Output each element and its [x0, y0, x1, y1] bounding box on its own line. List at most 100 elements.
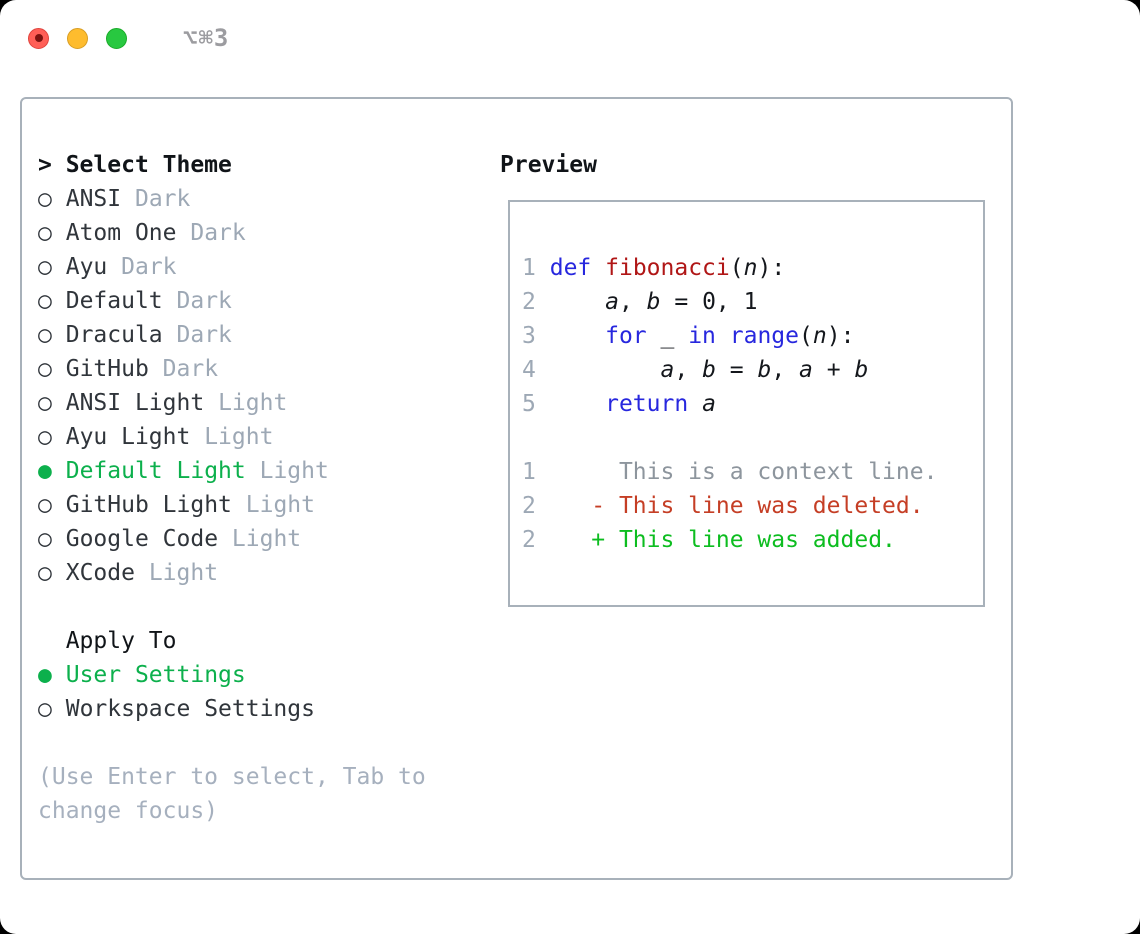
diff-added-line: 2 + This line was added.: [522, 523, 983, 557]
code-line: 5 return a: [522, 387, 983, 421]
code-token: return: [605, 391, 689, 417]
titlebar: ⌥⌘3: [0, 0, 1140, 76]
code-token: a: [799, 357, 813, 383]
select-theme-title: Select Theme: [65, 152, 232, 178]
left-column: >Select Theme ○ ANSI Dark○ Atom One Dark…: [38, 148, 498, 828]
diff-text: - This line was deleted.: [535, 493, 924, 519]
theme-item-ansi[interactable]: ○ ANSI Dark: [38, 182, 498, 216]
theme-name: Ayu: [65, 254, 108, 280]
theme-item-dracula[interactable]: ○ Dracula Dark: [38, 318, 498, 352]
theme-item-github-light[interactable]: ○ GitHub Light Light: [38, 488, 498, 522]
prompt-caret-icon: >: [38, 152, 52, 178]
theme-item-xcode[interactable]: ○ XCode Light: [38, 556, 498, 590]
code-token: _: [646, 323, 689, 349]
apply-option-user-settings[interactable]: ● User Settings: [38, 658, 498, 692]
code-token: ):: [757, 255, 786, 281]
code-token: ,: [674, 357, 703, 383]
unsaved-dot-icon: [34, 34, 43, 42]
minimize-button[interactable]: [67, 27, 88, 49]
line-number: 2: [522, 493, 536, 519]
zoom-button[interactable]: [106, 27, 127, 49]
theme-item-atom-one[interactable]: ○ Atom One Dark: [38, 216, 498, 250]
code-token: b: [646, 289, 661, 315]
close-button[interactable]: [28, 27, 49, 49]
theme-item-default[interactable]: ○ Default Dark: [38, 284, 498, 318]
radio-selected-icon: ●: [38, 458, 52, 484]
right-column: Preview 1 def fibonacci(n):2 a, b = 0, 1…: [500, 148, 985, 607]
code-token: fibonacci: [605, 255, 730, 281]
theme-name: ANSI Light: [65, 390, 205, 416]
radio-unselected-icon: ○: [38, 220, 52, 246]
theme-variant-tag: Light: [245, 492, 315, 518]
code-token: (: [799, 323, 813, 349]
theme-variant-tag: Dark: [121, 254, 177, 280]
theme-item-github[interactable]: ○ GitHub Dark: [38, 352, 498, 386]
code-token: ,: [771, 357, 800, 383]
code-line: 4 a, b = b, a + b: [522, 353, 983, 387]
theme-variant-tag: Dark: [176, 322, 232, 348]
theme-variant-tag: Light: [204, 424, 274, 450]
window-title: ⌥⌘3: [183, 24, 230, 52]
code-token: [688, 391, 702, 417]
code-line: 2 a, b = 0, 1: [522, 285, 983, 319]
code-token: = 0, 1: [660, 289, 758, 315]
hint-line-2: change focus): [38, 798, 219, 824]
apply-option-workspace-settings[interactable]: ○ Workspace Settings: [38, 692, 498, 726]
line-number: 5: [522, 391, 536, 417]
spacer: [38, 726, 498, 760]
code-token: b: [757, 357, 772, 383]
theme-variant-tag: Dark: [134, 186, 191, 212]
code-token: [550, 323, 605, 349]
theme-item-google-code[interactable]: ○ Google Code Light: [38, 522, 498, 556]
blank-line: [522, 421, 983, 455]
theme-name: GitHub: [65, 356, 149, 382]
radio-unselected-icon: ○: [38, 322, 52, 348]
code-token: a: [702, 391, 716, 417]
theme-list: ○ ANSI Dark○ Atom One Dark○ Ayu Dark○ De…: [38, 182, 498, 590]
theme-item-ayu[interactable]: ○ Ayu Dark: [38, 250, 498, 284]
code-token: [550, 357, 661, 383]
theme-picker-panel: >Select Theme ○ ANSI Dark○ Atom One Dark…: [20, 97, 1013, 880]
diff-text: This is a context line.: [535, 459, 938, 485]
radio-unselected-icon: ○: [38, 186, 52, 212]
code-token: a: [605, 289, 619, 315]
theme-name: ANSI: [65, 186, 122, 212]
line-number: 2: [522, 289, 536, 315]
code-line: 1 def fibonacci(n):: [522, 251, 983, 285]
theme-name: GitHub Light: [65, 492, 232, 518]
code-token: +: [812, 357, 855, 383]
code-token: [550, 391, 605, 417]
line-number: 2: [522, 527, 536, 553]
theme-variant-tag: Light: [148, 560, 219, 586]
theme-item-ayu-light[interactable]: ○ Ayu Light Light: [38, 420, 498, 454]
radio-unselected-icon: ○: [38, 288, 52, 314]
theme-variant-tag: Dark: [162, 356, 219, 382]
theme-name: Dracula: [65, 322, 163, 348]
radio-unselected-icon: ○: [38, 356, 52, 382]
diff-deleted-line: 2 - This line was deleted.: [522, 489, 983, 523]
hint-line-1: (Use Enter to select, Tab to: [38, 764, 426, 790]
theme-item-ansi-light[interactable]: ○ ANSI Light Light: [38, 386, 498, 420]
radio-unselected-icon: ○: [38, 390, 52, 416]
theme-item-default-light[interactable]: ● Default Light Light: [38, 454, 498, 488]
radio-unselected-icon: ○: [38, 526, 52, 552]
radio-selected-icon: ●: [38, 662, 52, 688]
code-token: a: [660, 357, 675, 383]
theme-variant-tag: Dark: [176, 288, 232, 314]
line-number: 3: [522, 323, 536, 349]
line-number: 4: [522, 357, 536, 383]
spacer: [38, 590, 498, 624]
code-token: [716, 323, 730, 349]
line-number: 1: [522, 459, 536, 485]
code-token: [591, 255, 605, 281]
apply-to-list: ● User Settings○ Workspace Settings: [38, 658, 498, 726]
radio-unselected-icon: ○: [38, 424, 52, 450]
radio-unselected-icon: ○: [38, 492, 52, 518]
code-token: [550, 289, 605, 315]
select-theme-header: > Select Theme: [38, 148, 498, 182]
theme-name: Ayu Light: [65, 424, 191, 450]
code-token: b: [702, 357, 716, 383]
radio-unselected-icon: ○: [38, 254, 52, 280]
